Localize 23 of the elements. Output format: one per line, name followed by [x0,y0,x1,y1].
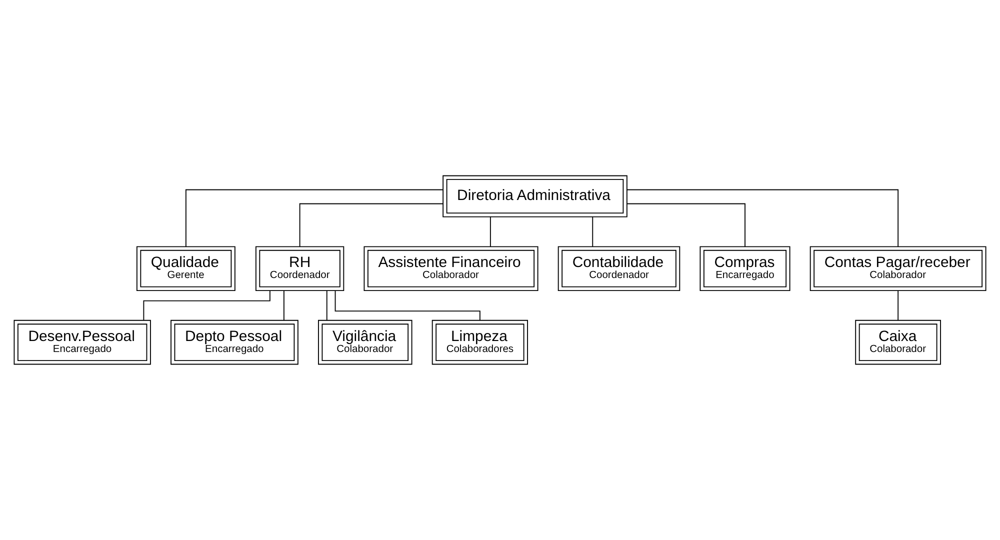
node-box: Caixa Colaborador [855,320,941,365]
node-box: Assistente Financeiro Colaborador [364,246,538,291]
connector [299,203,444,248]
node-box: Contabilidade Coordenador [558,246,680,291]
connector [626,189,899,248]
connector [592,216,594,247]
node-box: Depto Pessoal Encarregado [170,320,298,365]
connector [143,290,270,321]
connector [490,216,491,247]
connector [185,189,444,248]
connector [334,290,480,321]
node-box: Desenv.Pessoal Encarregado [14,320,151,365]
connector [626,203,746,248]
node-box: Limpeza Colaboradores [432,320,528,365]
node-box: Contas Pagar/receber Colaborador [810,246,986,291]
connector [898,290,899,321]
node-box: Vigilância Colaborador [318,320,412,365]
node-box: Qualidade Gerente [136,246,236,291]
node-box: Compras Encarregado [700,246,790,291]
connector [326,290,328,321]
node-box: Diretoria Administrativa [442,175,628,218]
node-box: RH Coordenador [255,246,344,291]
connector [283,290,284,321]
